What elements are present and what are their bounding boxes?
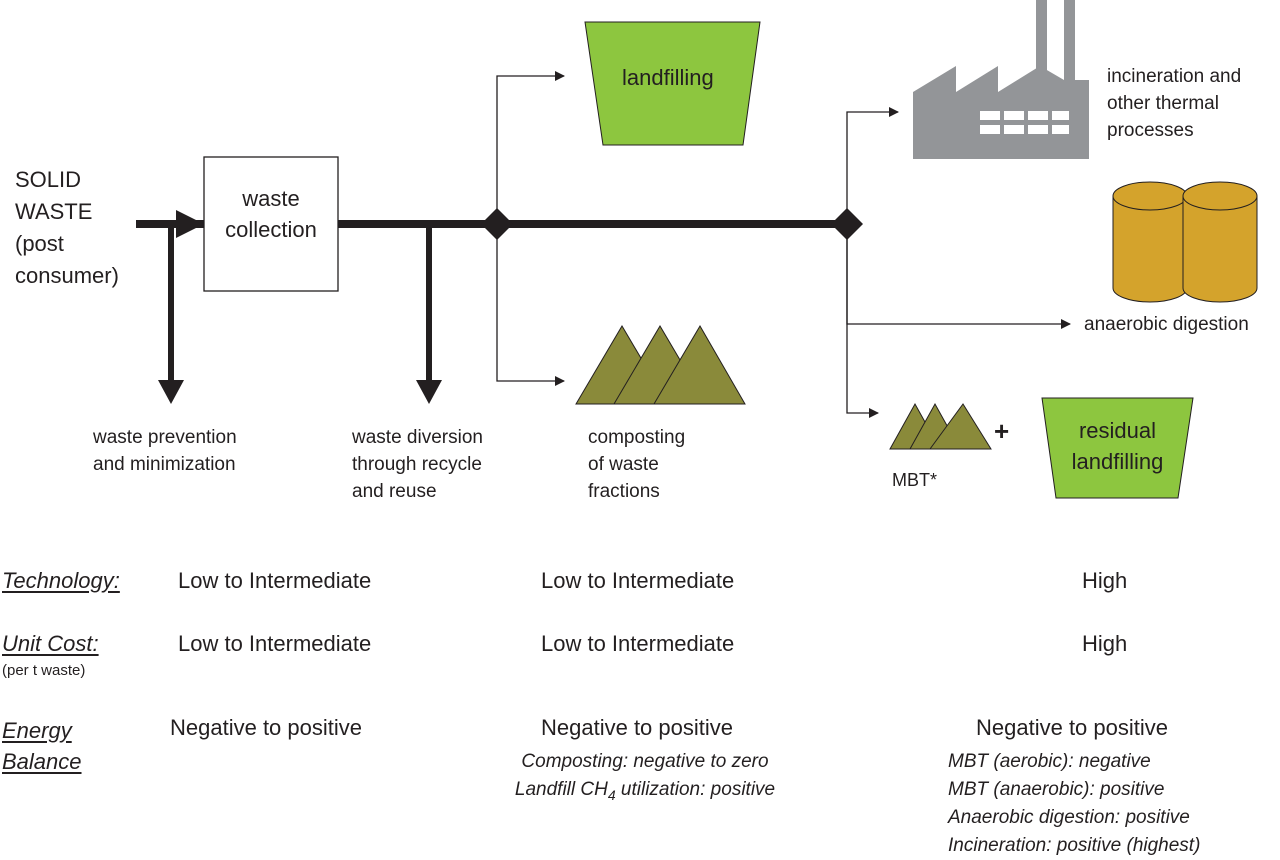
branch-node-1 bbox=[481, 208, 513, 240]
digester-tanks-icon bbox=[1112, 181, 1258, 303]
ch4-subscript: 4 bbox=[607, 786, 616, 803]
energy-balance-header: Energy Balance bbox=[2, 715, 82, 777]
diversion-line: and reuse bbox=[352, 481, 437, 502]
solid-waste-line: SOLID bbox=[15, 167, 82, 192]
incineration-label: incineration and other thermal processes bbox=[1107, 63, 1241, 144]
prevention-arrowhead bbox=[158, 380, 184, 404]
unit-cost-value-left: Low to Intermediate bbox=[178, 631, 372, 656]
unit-cost-header: Unit Cost: bbox=[2, 631, 99, 656]
energy-note-composting: Composting: negative to zero bbox=[521, 751, 769, 772]
input-arrowhead bbox=[176, 210, 204, 238]
waste-diversion-label: waste diversion through recycle and reus… bbox=[352, 424, 483, 505]
unit-cost-subheader: (per t waste) bbox=[2, 662, 86, 679]
anaerobic-digestion-label: anaerobic digestion bbox=[1084, 314, 1249, 335]
diversion-line: through recycle bbox=[352, 454, 482, 475]
residual-line: residual bbox=[1078, 418, 1157, 443]
landfilling-trapezoid bbox=[584, 21, 761, 146]
mbt-label: MBT* bbox=[892, 470, 937, 490]
residual-line: landfilling bbox=[1071, 449, 1164, 474]
energy-notes-middle: Composting: negative to zero Landfill CH… bbox=[515, 748, 775, 809]
energy-note-landfill-ch4: Landfill CH4 utilization: positive bbox=[515, 776, 775, 809]
residual-landfilling-label: residual landfilling bbox=[1042, 415, 1193, 477]
ch4-note-suffix: utilization: positive bbox=[615, 779, 776, 800]
energy-value-right: Negative to positive bbox=[976, 715, 1168, 740]
compost-piles-icon bbox=[575, 325, 746, 405]
landfilling-label: landfilling bbox=[622, 65, 714, 90]
diversion-arrowhead bbox=[416, 380, 442, 404]
ch4-note-prefix: Landfill CH bbox=[514, 779, 608, 800]
unit-cost-value-right: High bbox=[1082, 631, 1128, 656]
solid-waste-line: WASTE bbox=[15, 199, 93, 224]
energy-note-right: MBT (aerobic): negative bbox=[948, 751, 1151, 772]
branch-to-anaerobic bbox=[846, 224, 1071, 329]
technology-value-middle: Low to Intermediate bbox=[541, 568, 735, 593]
incineration-line: other thermal bbox=[1107, 93, 1219, 114]
collection-line: waste bbox=[242, 186, 300, 211]
branch-to-mbt bbox=[846, 224, 879, 418]
waste-prevention-label: waste prevention and minimization bbox=[93, 424, 237, 478]
composting-line: of waste bbox=[588, 454, 659, 475]
branch-node-2 bbox=[831, 208, 863, 240]
residual-landfilling-trapezoid bbox=[1041, 397, 1194, 499]
diversion-line: waste diversion bbox=[352, 427, 483, 448]
waste-collection-label: waste collection bbox=[204, 183, 338, 245]
branch-to-incineration bbox=[846, 107, 899, 224]
technology-value-right: High bbox=[1082, 568, 1128, 593]
prevention-line: waste prevention bbox=[93, 427, 237, 448]
energy-notes-right: MBT (aerobic): negative MBT (anaerobic):… bbox=[948, 748, 1200, 860]
energy-note-right: Anaerobic digestion: positive bbox=[948, 807, 1190, 828]
waste-collection-box bbox=[203, 156, 339, 292]
composting-line: fractions bbox=[588, 481, 660, 502]
composting-line: composting bbox=[588, 427, 686, 448]
mbt-piles-icon bbox=[889, 402, 992, 450]
collection-line: collection bbox=[225, 217, 317, 242]
energy-note-right: Incineration: positive (highest) bbox=[948, 835, 1201, 856]
technology-header: Technology: bbox=[2, 568, 120, 593]
prevention-line: and minimization bbox=[93, 454, 236, 475]
solid-waste-label: SOLID WASTE (post consumer) bbox=[15, 164, 119, 292]
incineration-line: processes bbox=[1107, 120, 1194, 141]
composting-label: composting of waste fractions bbox=[588, 424, 685, 505]
unit-cost-value-middle: Low to Intermediate bbox=[541, 631, 735, 656]
incineration-line: incineration and bbox=[1107, 66, 1242, 87]
branch-to-landfilling bbox=[496, 71, 565, 224]
factory-icon bbox=[913, 0, 1089, 159]
solid-waste-line: consumer) bbox=[15, 263, 119, 288]
energy-value-middle: Negative to positive bbox=[541, 715, 733, 740]
solid-waste-line: (post bbox=[15, 231, 64, 256]
energy-value-left: Negative to positive bbox=[170, 715, 362, 740]
energy-header-line: Balance bbox=[2, 749, 82, 774]
energy-note-right: MBT (anaerobic): positive bbox=[948, 779, 1165, 800]
energy-header-line: Energy bbox=[2, 718, 72, 743]
technology-value-left: Low to Intermediate bbox=[178, 568, 372, 593]
branch-to-composting bbox=[496, 224, 565, 386]
plus-sign: + bbox=[994, 416, 1010, 446]
